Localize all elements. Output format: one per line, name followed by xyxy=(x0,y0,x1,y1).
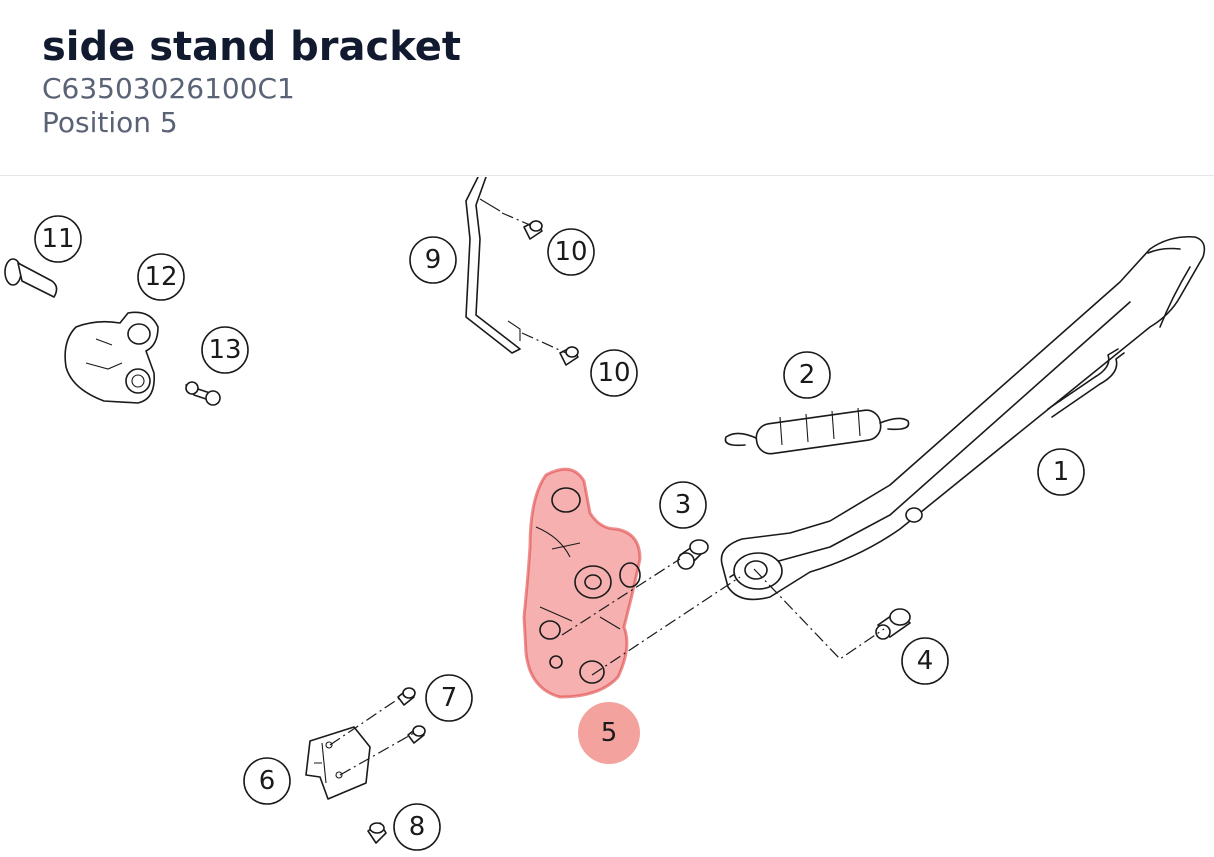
callout-5-label: 5 xyxy=(601,718,618,748)
callout-11[interactable]: 11 xyxy=(34,215,82,263)
callout-2-label: 2 xyxy=(799,360,816,390)
part-pin-11[interactable] xyxy=(4,258,58,298)
part-bolt-4[interactable] xyxy=(875,608,911,640)
callout-4-label: 4 xyxy=(917,646,934,676)
callout-10-upper-label: 10 xyxy=(554,237,587,267)
callout-13[interactable]: 13 xyxy=(201,326,249,374)
part-bolt-3[interactable] xyxy=(677,539,709,570)
diagram-svg: 1 2 3 4 5 6 7 8 xyxy=(4,176,1206,851)
part-bushing-13[interactable] xyxy=(185,381,221,406)
part-title: side stand bracket xyxy=(42,24,462,70)
callout-9[interactable]: 9 xyxy=(409,236,457,284)
part-screw-10[interactable] xyxy=(523,220,579,366)
callout-6[interactable]: 6 xyxy=(243,757,291,805)
part-bracket-9[interactable] xyxy=(465,176,521,354)
callout-10-upper[interactable]: 10 xyxy=(547,228,595,276)
callout-3[interactable]: 3 xyxy=(659,481,707,529)
callout-4[interactable]: 4 xyxy=(901,637,949,685)
page-header: side stand bracket C63503026100C1 Positi… xyxy=(0,0,1214,176)
part-side-stand-bracket[interactable] xyxy=(522,467,642,699)
callout-7-label: 7 xyxy=(441,683,458,713)
callout-2[interactable]: 2 xyxy=(783,351,831,399)
callout-10-lower-label: 10 xyxy=(597,358,630,388)
callout-1-label: 1 xyxy=(1053,457,1070,487)
callout-5[interactable]: 5 xyxy=(578,702,640,764)
exploded-parts-diagram: 1 2 3 4 5 6 7 8 xyxy=(0,176,1214,853)
callout-8-label: 8 xyxy=(409,812,426,842)
part-number: C63503026100C1 xyxy=(42,72,295,105)
assembly-leader-lines xyxy=(329,212,885,776)
part-screw-7[interactable] xyxy=(397,687,426,744)
callout-10-lower[interactable]: 10 xyxy=(590,349,638,397)
callout-13-label: 13 xyxy=(208,335,241,365)
callout-12[interactable]: 12 xyxy=(137,253,185,301)
callout-8[interactable]: 8 xyxy=(393,803,441,851)
callout-3-label: 3 xyxy=(675,490,692,520)
part-spring[interactable] xyxy=(724,407,910,455)
part-housing-12[interactable] xyxy=(64,311,159,404)
part-screw-8[interactable] xyxy=(367,822,387,844)
part-side-stand[interactable] xyxy=(720,235,1206,601)
callout-6-label: 6 xyxy=(259,766,276,796)
position-label: Position 5 xyxy=(42,106,178,139)
callout-9-label: 9 xyxy=(425,245,442,275)
part-plate-6[interactable] xyxy=(305,726,371,800)
callout-1[interactable]: 1 xyxy=(1037,448,1085,496)
callout-7[interactable]: 7 xyxy=(425,674,473,722)
callout-12-label: 12 xyxy=(144,262,177,292)
callout-11-label: 11 xyxy=(41,224,74,254)
